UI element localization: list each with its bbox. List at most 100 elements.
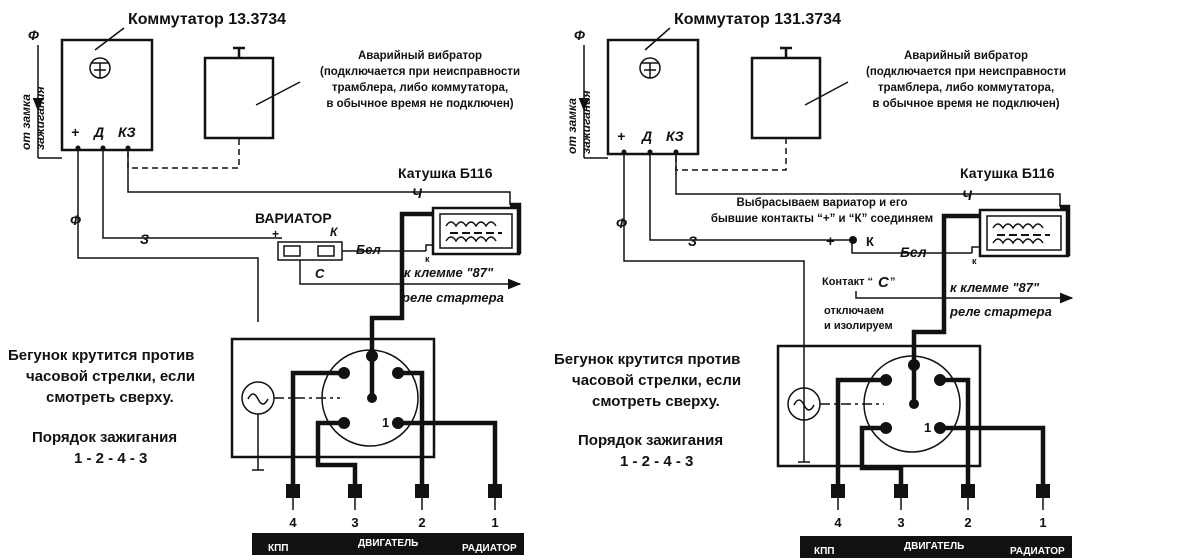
commutator-leader	[94, 27, 125, 51]
vibrator-note-3: трамблера, либо коммутатора,	[878, 82, 1054, 94]
commutator-title: Коммутатор 13.3734	[128, 11, 286, 28]
coil-bel-join	[425, 244, 433, 251]
plug-label-2: 2	[418, 515, 425, 530]
coil-winding-1	[992, 223, 1044, 230]
disconnect-1: отключаем	[824, 305, 884, 317]
contact-c-label-2: С	[878, 274, 890, 291]
commutator-131-3734: Коммутатор 131.3734 + Д КЗ	[606, 11, 841, 156]
term-kz: КЗ	[666, 128, 684, 144]
term-plus-dot	[75, 145, 81, 151]
coil-winding-1	[445, 221, 497, 228]
order-title: Порядок зажигания	[578, 432, 723, 449]
bar-radiator: РАДИАТОР	[1010, 546, 1065, 557]
vibrator-leader	[255, 81, 301, 106]
starter-relay: реле стартера	[401, 290, 504, 305]
plug-4-body	[286, 484, 300, 498]
sensor-wave	[247, 393, 269, 405]
vibrator-note-1: Аварийный вибратор	[904, 50, 1028, 62]
plug-label-1: 1	[1039, 515, 1046, 530]
variator-c-wire	[299, 260, 310, 285]
cylinder-1-label: 1	[924, 420, 931, 435]
term-kz-dot	[673, 149, 679, 155]
variator-cell-1	[283, 245, 301, 257]
wire-z-label: З	[688, 233, 697, 249]
vibrator-dashed-wire	[675, 138, 787, 171]
commutator-title: Коммутатор 131.3734	[674, 11, 841, 28]
rotor-note-2: часовой стрелки, если	[26, 368, 195, 385]
coil-ch-wire	[1060, 204, 1071, 256]
coil-k-label: к	[425, 254, 430, 264]
term-d: Д	[93, 124, 104, 140]
sensor-wave	[793, 399, 815, 411]
vibrator-note-2: (подключается при неисправности	[320, 66, 520, 78]
distributor-cap	[321, 349, 419, 447]
plug-label-3: 3	[351, 515, 358, 530]
svg-text:зажигания: зажигания	[33, 86, 47, 150]
rotor-note-1: Бегунок крутится против	[554, 351, 740, 368]
variator: ВАРИАТОР + К С	[255, 210, 343, 285]
wire-f-label: Ф	[70, 212, 81, 228]
disconnect-2: и изолируем	[824, 320, 893, 332]
hv-wire-center	[911, 213, 980, 365]
starter-relay: реле стартера	[949, 304, 1052, 319]
term-d-dot	[647, 149, 653, 155]
hv-wire-center	[369, 211, 433, 356]
note-line-1: Выбрасываем вариатор и его	[737, 197, 908, 209]
svg-text:зажигания: зажигания	[579, 90, 593, 154]
distributor: 1	[776, 344, 982, 468]
wire-bel-label: Бел	[900, 244, 927, 260]
variator-cell-2	[317, 245, 335, 257]
wire-ch-label: Ч	[962, 187, 973, 203]
joined-dot	[849, 236, 857, 244]
coil-inner	[986, 215, 1062, 251]
vibrator-note-2: (подключается при неисправности	[866, 66, 1066, 78]
term-d: Д	[641, 128, 652, 144]
distributor: 1	[230, 337, 436, 471]
to-terminal-87: к клемме "87"	[950, 280, 1040, 295]
rotor-note-3: смотреть сверху.	[592, 393, 720, 410]
plug-1-body	[1036, 484, 1050, 498]
wire-ch-label: Ч	[412, 185, 423, 201]
plug-2-body	[415, 484, 429, 498]
transistor-symbol	[92, 62, 108, 78]
wire-f	[623, 154, 805, 462]
distributor-cap	[863, 355, 961, 453]
hv-wire-2	[940, 377, 971, 488]
engine-bar: КПП ДВИГАТЕЛЬ РАДИАТОР	[252, 533, 524, 555]
hv-wire-1	[940, 425, 1046, 488]
coil-inner	[439, 213, 513, 249]
coil-bel-join	[971, 246, 980, 253]
coil-k-label: к	[972, 256, 977, 266]
plug-label-4: 4	[834, 515, 842, 530]
wire-z	[102, 150, 282, 239]
to-terminal-87: к клемме "87"	[404, 265, 494, 280]
term-d-dot	[100, 145, 106, 151]
contact-c-label-3: ”	[890, 276, 896, 288]
coil-winding-2	[992, 238, 1044, 245]
vibrator-note-4: в обычное время не подключен)	[326, 98, 513, 110]
order-value: 1 - 2 - 4 - 3	[74, 450, 147, 467]
plug-2-body	[961, 484, 975, 498]
term-kz: КЗ	[118, 124, 136, 140]
engine-bar-rect	[252, 533, 524, 555]
order-title: Порядок зажигания	[32, 429, 177, 446]
contact-c-label-1: Контакт “	[822, 276, 873, 288]
spark-plugs: 4 3 2 1	[831, 484, 1050, 530]
commutator-13-3734: Коммутатор 13.3734 + Д КЗ	[60, 11, 286, 152]
wire-z	[649, 154, 852, 241]
note-line-2: бывшие контакты “+” и “К” соединяем	[711, 213, 933, 225]
hv-wire-2	[398, 370, 425, 488]
plug-label-2: 2	[964, 515, 971, 530]
plug-1-body	[488, 484, 502, 498]
bar-engine: ДВИГАТЕЛЬ	[904, 541, 964, 552]
emergency-vibrator: Аварийный вибратор (подключается при неи…	[127, 46, 520, 169]
joined-k: К	[866, 234, 874, 249]
joined-plus: +	[826, 233, 835, 250]
commutator-leader	[644, 27, 671, 51]
hv-wire-3	[859, 425, 904, 488]
wire-f	[77, 150, 259, 322]
bar-kpp: КПП	[268, 543, 288, 554]
variator-box	[277, 241, 343, 261]
from-ignition-label: от замка зажигания	[19, 86, 47, 150]
